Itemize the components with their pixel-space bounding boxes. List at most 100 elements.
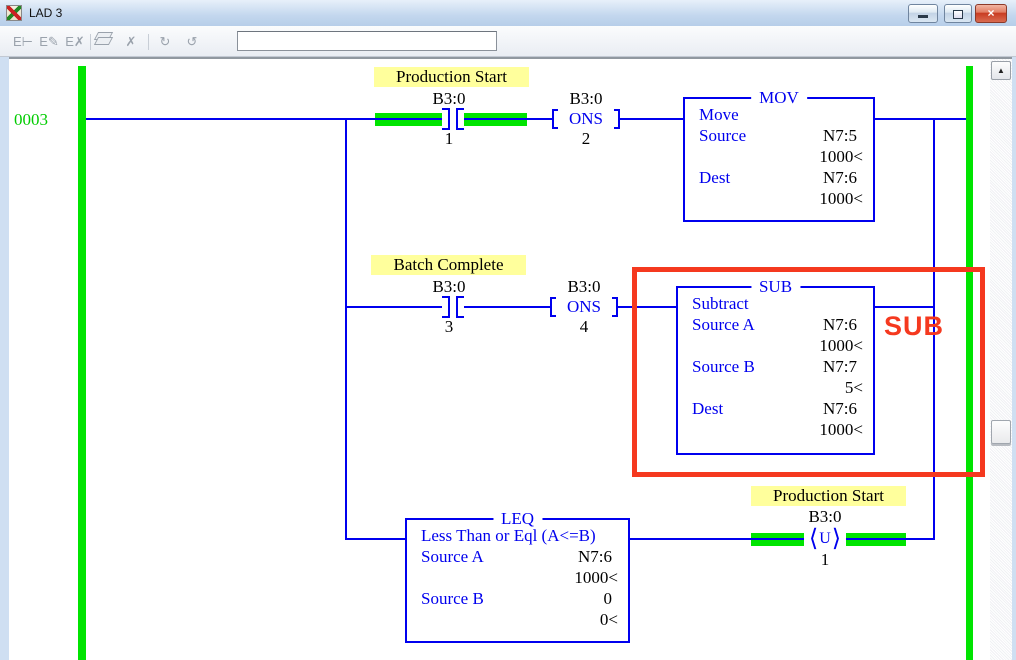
param-address: N7:5 [823,126,857,145]
param-address: 0 [603,589,613,608]
delete-rung-icon[interactable]: E✗ [65,34,85,49]
param-value: 1000< [819,336,863,355]
param-value: 1000< [819,147,863,166]
layers-icon[interactable] [93,32,114,49]
sub-instruction-block[interactable]: SUB Subtract Source A N7:6 1000< Source B… [676,277,875,455]
ons-instruction[interactable]: ONS [552,107,620,131]
rung-comment[interactable]: Production Start [751,486,906,506]
right-power-rail [966,66,973,660]
wire [464,306,550,308]
ons-address[interactable]: B3:0 [567,277,601,296]
param-label: Source A [692,315,755,334]
coil-address[interactable]: B3:0 [808,507,842,526]
undo-icon[interactable]: ↺ [186,34,198,49]
block-title: SUB [750,277,801,297]
param-label: Source [699,126,747,145]
insert-rung-icon[interactable]: E⊢ [13,34,33,49]
contact-bit: 1 [444,129,454,148]
param-label: Dest [699,168,731,187]
rung-comment[interactable]: Batch Complete [371,255,526,275]
param-value: 1000< [574,568,618,587]
ons-address[interactable]: B3:0 [569,89,603,108]
wire [875,306,935,308]
param-value: 5< [844,378,863,397]
edit-rung-icon[interactable]: E✎ [39,34,59,49]
minimize-icon [918,15,928,18]
bracket-icon [550,297,556,317]
contact-address[interactable]: B3:0 [432,277,466,296]
rung-comment[interactable]: Production Start [374,67,529,87]
coil-close-icon: ⟩ [831,526,842,552]
window-right-border [1012,57,1016,660]
rung-number[interactable]: 0003 [14,110,48,129]
minimize-button[interactable] [908,4,938,23]
toolbar-separator [148,34,149,50]
toolbar-separator [90,34,91,50]
address-search-input[interactable] [237,31,497,51]
wire [347,538,405,540]
param-value: 0< [599,610,618,629]
coil-bit: 1 [820,550,830,569]
ladder-app-icon [6,5,22,21]
contact-bit: 3 [444,317,454,336]
scroll-up-button[interactable]: ▲ [991,61,1011,80]
param-address: N7:6 [823,168,857,187]
redo-icon[interactable]: ↻ [159,34,171,49]
wire [86,118,442,120]
title-bar: LAD 3 × [0,0,1016,27]
wire [620,118,683,120]
xic-contact[interactable] [442,296,450,318]
param-address: N7:6 [823,315,857,334]
annotation-rectangle [632,267,985,477]
left-power-rail [78,66,86,660]
ons-bit: 2 [581,129,591,148]
branch-wire-right [933,118,935,540]
ons-label: ONS [566,297,601,316]
param-label: Source B [692,357,755,376]
vertical-scrollbar[interactable] [990,59,1012,660]
mov-instruction-block[interactable]: MOV Move Source N7:5 1000< Dest N7:6 1000< [683,88,875,222]
bracket-icon [552,109,558,129]
param-value: 1000< [819,420,863,439]
param-label: Source A [421,547,484,566]
ons-instruction[interactable]: ONS [550,295,618,319]
block-desc: Move [699,105,739,124]
wire [347,306,442,308]
scrollbar-thumb[interactable] [991,420,1011,444]
wire [630,538,804,540]
wire [875,118,966,120]
restore-icon [953,10,963,19]
unlatch-coil[interactable]: ⟨ U ⟩ [804,525,846,553]
delete-icon[interactable]: ✗ [125,34,137,49]
branch-wire-left [345,118,347,540]
wire [846,538,935,540]
window-left-border [0,57,9,660]
param-value: 1000< [819,189,863,208]
param-label: Dest [692,399,724,418]
block-title: MOV [751,88,807,108]
wire [618,306,676,308]
xic-contact[interactable] [456,296,464,318]
ons-bit: 4 [579,317,589,336]
ladder-toolbar: E⊢ E✎ E✗ ✗ ↻ ↺ [0,26,1016,57]
param-label: Source B [421,589,484,608]
close-button[interactable]: × [975,4,1007,23]
coil-symbol: U [819,530,831,547]
coil-open-icon: ⟨ [808,526,819,552]
wire [464,118,552,120]
bracket-icon [613,109,620,129]
param-address: N7:6 [823,399,857,418]
canvas-top-border [9,57,1012,59]
bracket-icon [611,297,618,317]
block-desc: Subtract [692,294,749,313]
param-address: N7:6 [578,547,612,566]
xic-contact[interactable] [456,108,464,130]
param-address: N7:7 [823,357,857,376]
annotation-label: SUB [884,311,945,341]
contact-address[interactable]: B3:0 [432,89,466,108]
restore-button[interactable] [944,4,972,23]
block-desc: Less Than or Eql (A<=B) [421,526,596,545]
window-title: LAD 3 [29,6,63,20]
xic-contact[interactable] [442,108,450,130]
